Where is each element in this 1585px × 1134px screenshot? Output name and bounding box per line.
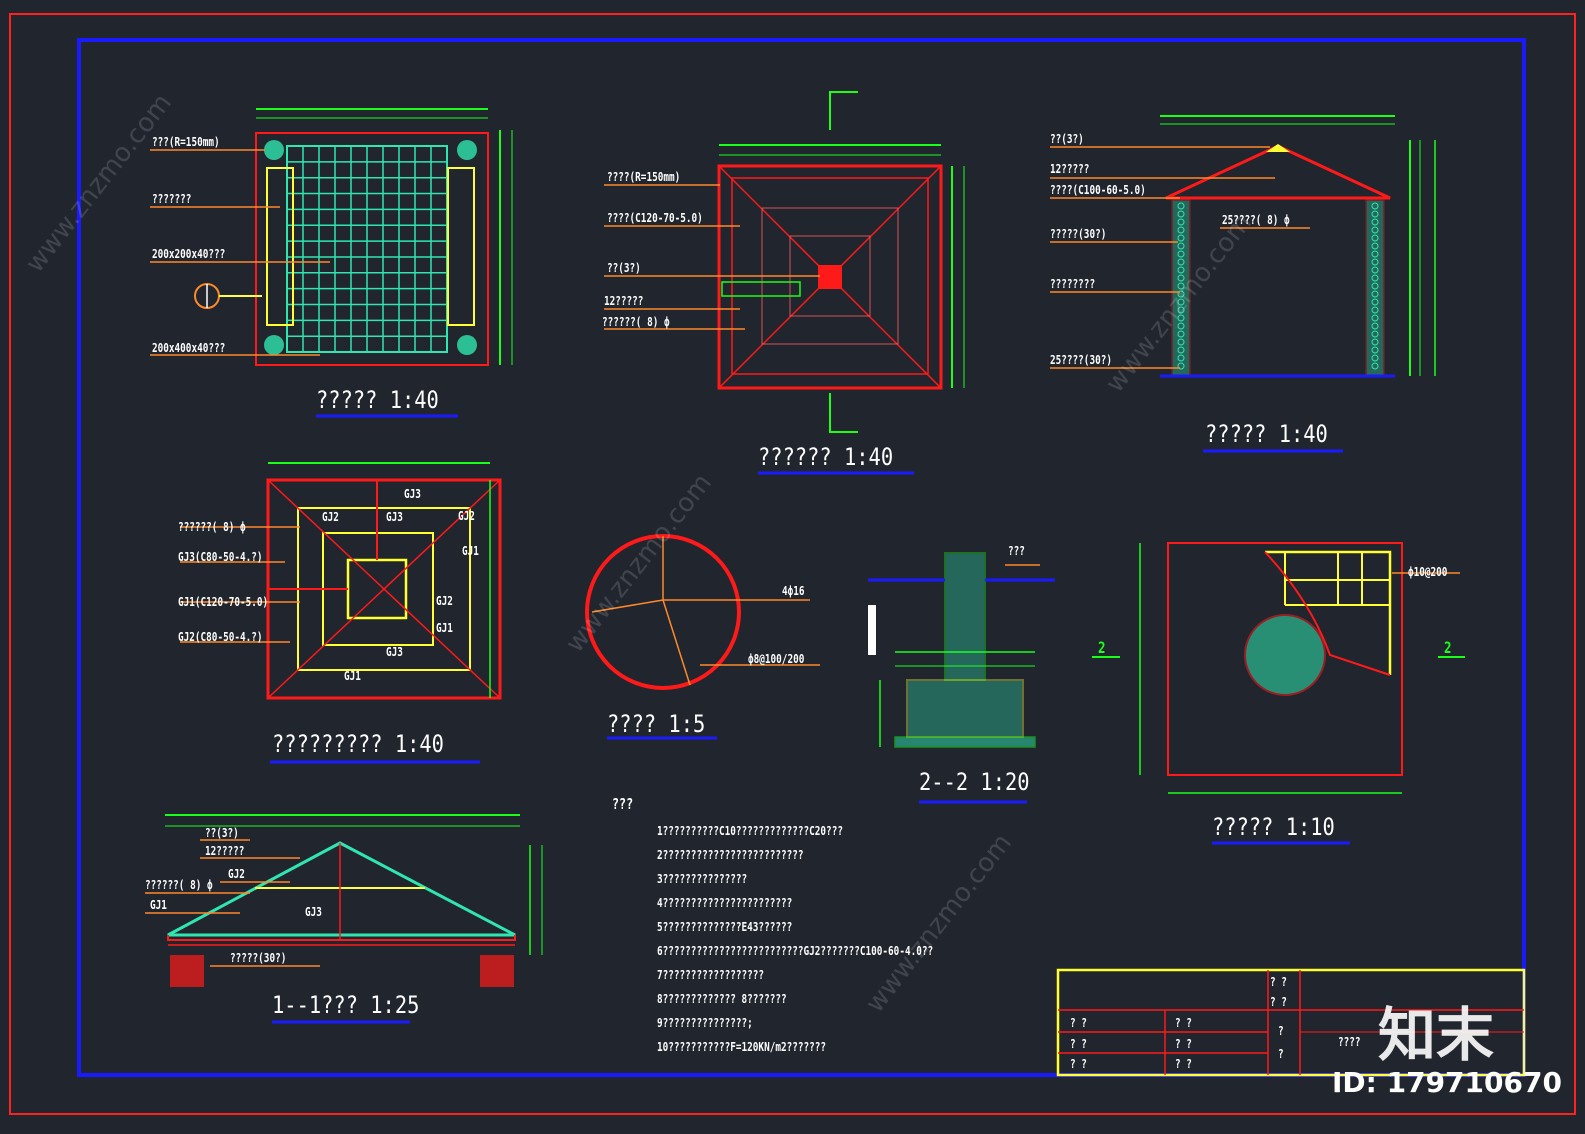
plan-label: ???(R=150mm) (152, 135, 220, 149)
elevation-label: 25????(30?) (1050, 353, 1112, 367)
roof-label: ????(R=150mm) (607, 170, 681, 184)
title-block-cell: ? (1278, 1047, 1284, 1061)
title-section-22: 2--2 1:20 (919, 768, 1030, 796)
note-line: 6?????????????????????????GJ2???????C100… (657, 944, 934, 958)
title-block-cell: ? ? (1175, 1057, 1192, 1071)
structure-label: GJ2 (322, 510, 339, 524)
foundation-view (1092, 542, 1465, 845)
section-mark: 2 (1098, 638, 1106, 657)
title-block-cell: ? ? (1070, 1037, 1087, 1051)
structure-label: ??????( 8) ф (178, 520, 246, 534)
section11-label: ??(3?) (205, 826, 239, 840)
structure-label: GJ2 (436, 594, 453, 608)
section22-label: ??? (1008, 544, 1025, 558)
plan-label: 200x200x40??? (152, 247, 226, 261)
section-22-view (868, 552, 1055, 804)
structure-label: GJ1(C120-70-5.0) (178, 595, 269, 609)
title-elevation: ????? 1:40 (1205, 420, 1328, 448)
structure-label: GJ2(C80-50-4.?) (178, 630, 263, 644)
title-column-detail: ???? 1:5 (607, 710, 706, 738)
note-line: 10???????????F=120KN/m2??????? (657, 1040, 827, 1054)
plan-label: 200x400x40??? (152, 341, 226, 355)
title-block-cell: ? ? (1270, 975, 1287, 989)
section11-label: GJ3 (305, 905, 322, 919)
elevation-label: ????(C100-60-5.0) (1050, 183, 1146, 197)
note-line: 9???????????????; (657, 1016, 753, 1030)
title-block-cell: ? (1278, 1024, 1284, 1038)
column-label: ф8@100/200 (748, 652, 805, 666)
outer-frame (9, 13, 1576, 1115)
title-structure-plan: ????????? 1:40 (272, 730, 444, 758)
roof-label: ??(3?) (607, 261, 641, 275)
roof-plan-view (604, 91, 965, 475)
brand-logo: 知末 (1378, 1001, 1495, 1069)
title-block-cell: ? ? (1175, 1037, 1192, 1051)
title-block-cell: ? ? (1270, 995, 1287, 1009)
elevation-label: ?????(30?) (1050, 227, 1107, 241)
section-11-view (145, 814, 543, 1024)
elevation-label: ???????? (1050, 277, 1096, 291)
elevation-column-pattern (1177, 202, 1379, 370)
title-block-cell: ? ? (1070, 1057, 1087, 1071)
title-roof-plan: ?????? 1:40 (758, 443, 894, 471)
note-line: 4??????????????????????? (657, 896, 793, 910)
structure-label: GJ3(C80-50-4.?) (178, 550, 263, 564)
title-block (1056, 968, 1526, 1077)
structure-plan-view (180, 462, 502, 764)
notes-heading: ??? (612, 795, 634, 813)
elevation-view (1050, 115, 1436, 453)
note-line: 8????????????? 8??????? (657, 992, 787, 1006)
note-line: 3??????????????? (657, 872, 748, 886)
structure-label: GJ3 (404, 487, 421, 501)
title-block-cell: ? ? (1175, 1016, 1192, 1030)
title-section-11: 1--1??? 1:25 (272, 991, 420, 1019)
note-line: 7?????????????????? (657, 968, 765, 982)
title-foundation: ????? 1:10 (1212, 813, 1335, 841)
roof-label: ????(C120-70-5.0) (607, 211, 703, 225)
roof-label: ??????( 8) ф (602, 315, 670, 329)
structure-label: GJ3 (386, 510, 403, 524)
note-line: 1??????????C10?????????????C20??? (657, 824, 843, 838)
structure-label: GJ1 (344, 669, 361, 683)
section-mark: 2 (1444, 638, 1452, 657)
section11-label: GJ2 (228, 867, 245, 881)
elevation-label: 12????? (1050, 162, 1090, 176)
structure-label: GJ2 (458, 509, 475, 523)
section11-label: 12????? (205, 844, 245, 858)
section11-label: GJ1 (150, 898, 167, 912)
brand-id: ID: 179710670 (1332, 1066, 1562, 1099)
inner-frame (77, 38, 1526, 1077)
plan-label: ??????? (152, 192, 192, 206)
section11-label: ??????( 8) ф (145, 878, 213, 892)
elevation-label: 25????( 8) ф (1222, 213, 1290, 227)
title-block-cell: ? ? (1070, 1016, 1087, 1030)
plan-paving-grid (286, 145, 448, 353)
structure-label: GJ3 (386, 645, 403, 659)
column-label: 4ф16 (782, 584, 805, 598)
column-detail-view (585, 534, 820, 740)
plan-view (150, 108, 513, 418)
note-line: 5??????????????E43?????? (657, 920, 793, 934)
title-block-cell: ???? (1338, 1035, 1361, 1049)
section11-label: ?????(30?) (230, 951, 287, 965)
elevation-label: ??(3?) (1050, 132, 1084, 146)
roof-label: 12????? (604, 294, 644, 308)
note-line: 2????????????????????????? (657, 848, 804, 862)
structure-label: GJ1 (462, 544, 479, 558)
foundation-label: ф10@200 (1408, 565, 1448, 579)
title-plan: ????? 1:40 (316, 386, 439, 414)
structure-label: GJ1 (436, 621, 453, 635)
